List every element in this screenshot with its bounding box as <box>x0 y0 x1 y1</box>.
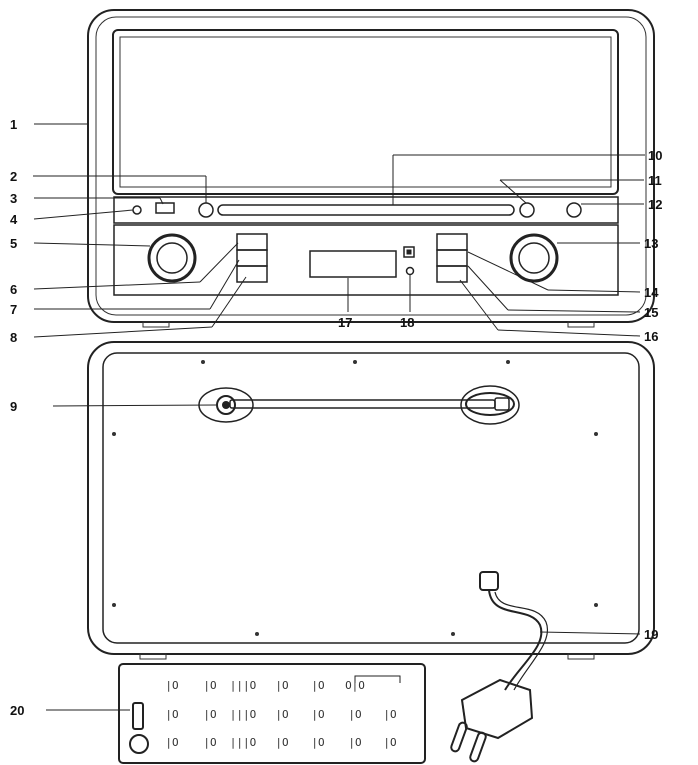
remote-button-glyph: |O <box>275 679 288 692</box>
back-cabinet-outer <box>87 341 655 655</box>
remote-button-glyph: |||O <box>230 708 257 721</box>
left-knob-outer <box>147 233 197 283</box>
remote-button-glyph: |O <box>203 679 216 692</box>
callout-labels: 1 2 3 4 5 6 7 8 9 10 11 12 13 14 15 16 1… <box>10 117 662 718</box>
ir-sensor <box>403 246 415 258</box>
remote-button-glyph: |||O <box>230 679 257 692</box>
front-foot-right <box>567 321 595 328</box>
callout-3: 3 <box>10 191 17 206</box>
callout-9: 9 <box>10 399 17 414</box>
remote-button-glyph: |O <box>203 708 216 721</box>
remote-button-glyph: |O <box>311 679 324 692</box>
remote-button-glyph: |O <box>383 708 396 721</box>
remote-body <box>118 663 426 764</box>
callout-10: 10 <box>648 148 662 163</box>
button-11 <box>519 202 535 218</box>
callout-8: 8 <box>10 330 17 345</box>
callout-1: 1 <box>10 117 17 132</box>
power-plug-body <box>460 678 534 740</box>
remote-button-glyph: |O <box>311 736 324 749</box>
ir-sensor-dot <box>406 249 412 255</box>
button-12 <box>566 202 582 218</box>
remote-button-glyph: |O <box>165 679 178 692</box>
callout-13: 13 <box>644 236 658 251</box>
remote-button-grid: |O |O |||O |O |O O|O |O |O |||O |O |O |O |O |O |O |||O |… <box>165 679 396 749</box>
lcd-display <box>309 250 397 278</box>
callout-14: 14 <box>644 285 659 300</box>
callout-16: 16 <box>644 329 658 344</box>
back-cabinet-inner <box>102 352 640 644</box>
front-view <box>87 9 655 328</box>
cord-strain-relief <box>479 571 499 591</box>
remote-control: |O |O |||O |O |O O|O |O |O |||O |O |O |O |O |O |O |||O |… <box>118 663 426 764</box>
button-2 <box>198 202 214 218</box>
callout-17: 17 <box>338 315 352 330</box>
antenna-mount-right <box>460 385 520 425</box>
power-cord <box>488 589 543 691</box>
antenna-tip <box>494 397 510 411</box>
plug-pin-1 <box>450 721 468 753</box>
headphone-jack <box>132 205 142 215</box>
right-button-bottom <box>436 265 468 283</box>
right-knob-inner <box>518 242 550 274</box>
usb-port <box>155 202 175 214</box>
left-button-bottom <box>236 265 268 283</box>
left-knob-inner <box>156 242 188 274</box>
remote-power-button <box>129 734 149 754</box>
antenna-clip <box>465 392 515 416</box>
back-foot-left <box>139 653 167 660</box>
remote-button-glyph: |O <box>165 736 178 749</box>
control-strip <box>113 196 619 224</box>
back-view <box>87 341 655 763</box>
indicator-led <box>405 266 415 276</box>
left-button-middle <box>236 249 268 267</box>
remote-button-glyph: |O <box>311 708 324 721</box>
callout-11: 11 <box>648 173 662 188</box>
antenna-rod <box>229 399 496 409</box>
callout-19: 19 <box>644 627 658 642</box>
callout-20: 20 <box>10 703 24 718</box>
lower-panel <box>113 224 619 296</box>
remote-button-glyph: |O <box>275 708 288 721</box>
remote-button-glyph: O|O <box>345 679 365 692</box>
antenna-pivot <box>216 395 236 415</box>
front-foot-left <box>142 321 170 328</box>
remote-bracket <box>354 675 401 683</box>
callout-5: 5 <box>10 236 17 251</box>
remote-button-glyph: |O <box>348 708 361 721</box>
plug-pin-2 <box>469 731 487 763</box>
antenna-pivot-center <box>222 401 230 409</box>
left-button-top <box>236 233 268 251</box>
remote-button-glyph: |O <box>275 736 288 749</box>
callout-7: 7 <box>10 302 17 317</box>
front-cabinet-outer <box>87 9 655 323</box>
callout-6: 6 <box>10 282 17 297</box>
remote-button-glyph: |O <box>203 736 216 749</box>
leader-lines <box>33 123 645 711</box>
remote-ir-window <box>132 702 144 730</box>
right-button-middle <box>436 249 468 267</box>
front-cabinet-inner <box>95 16 647 316</box>
back-screws <box>112 360 598 636</box>
callout-4: 4 <box>10 212 18 227</box>
back-foot-right <box>567 653 595 660</box>
callout-18: 18 <box>400 315 414 330</box>
right-knob-outer <box>509 233 559 283</box>
top-panel-inner <box>119 36 612 188</box>
remote-button-glyph: |O <box>165 708 178 721</box>
top-panel <box>112 29 619 195</box>
remote-button-glyph: |O <box>348 736 361 749</box>
callout-12: 12 <box>648 197 662 212</box>
disc-slot <box>217 204 515 216</box>
remote-button-glyph: |||O <box>230 736 257 749</box>
right-button-top <box>436 233 468 251</box>
callout-15: 15 <box>644 305 658 320</box>
power-cord-shadow <box>494 591 549 691</box>
callout-2: 2 <box>10 169 17 184</box>
remote-button-glyph: |O <box>383 736 396 749</box>
